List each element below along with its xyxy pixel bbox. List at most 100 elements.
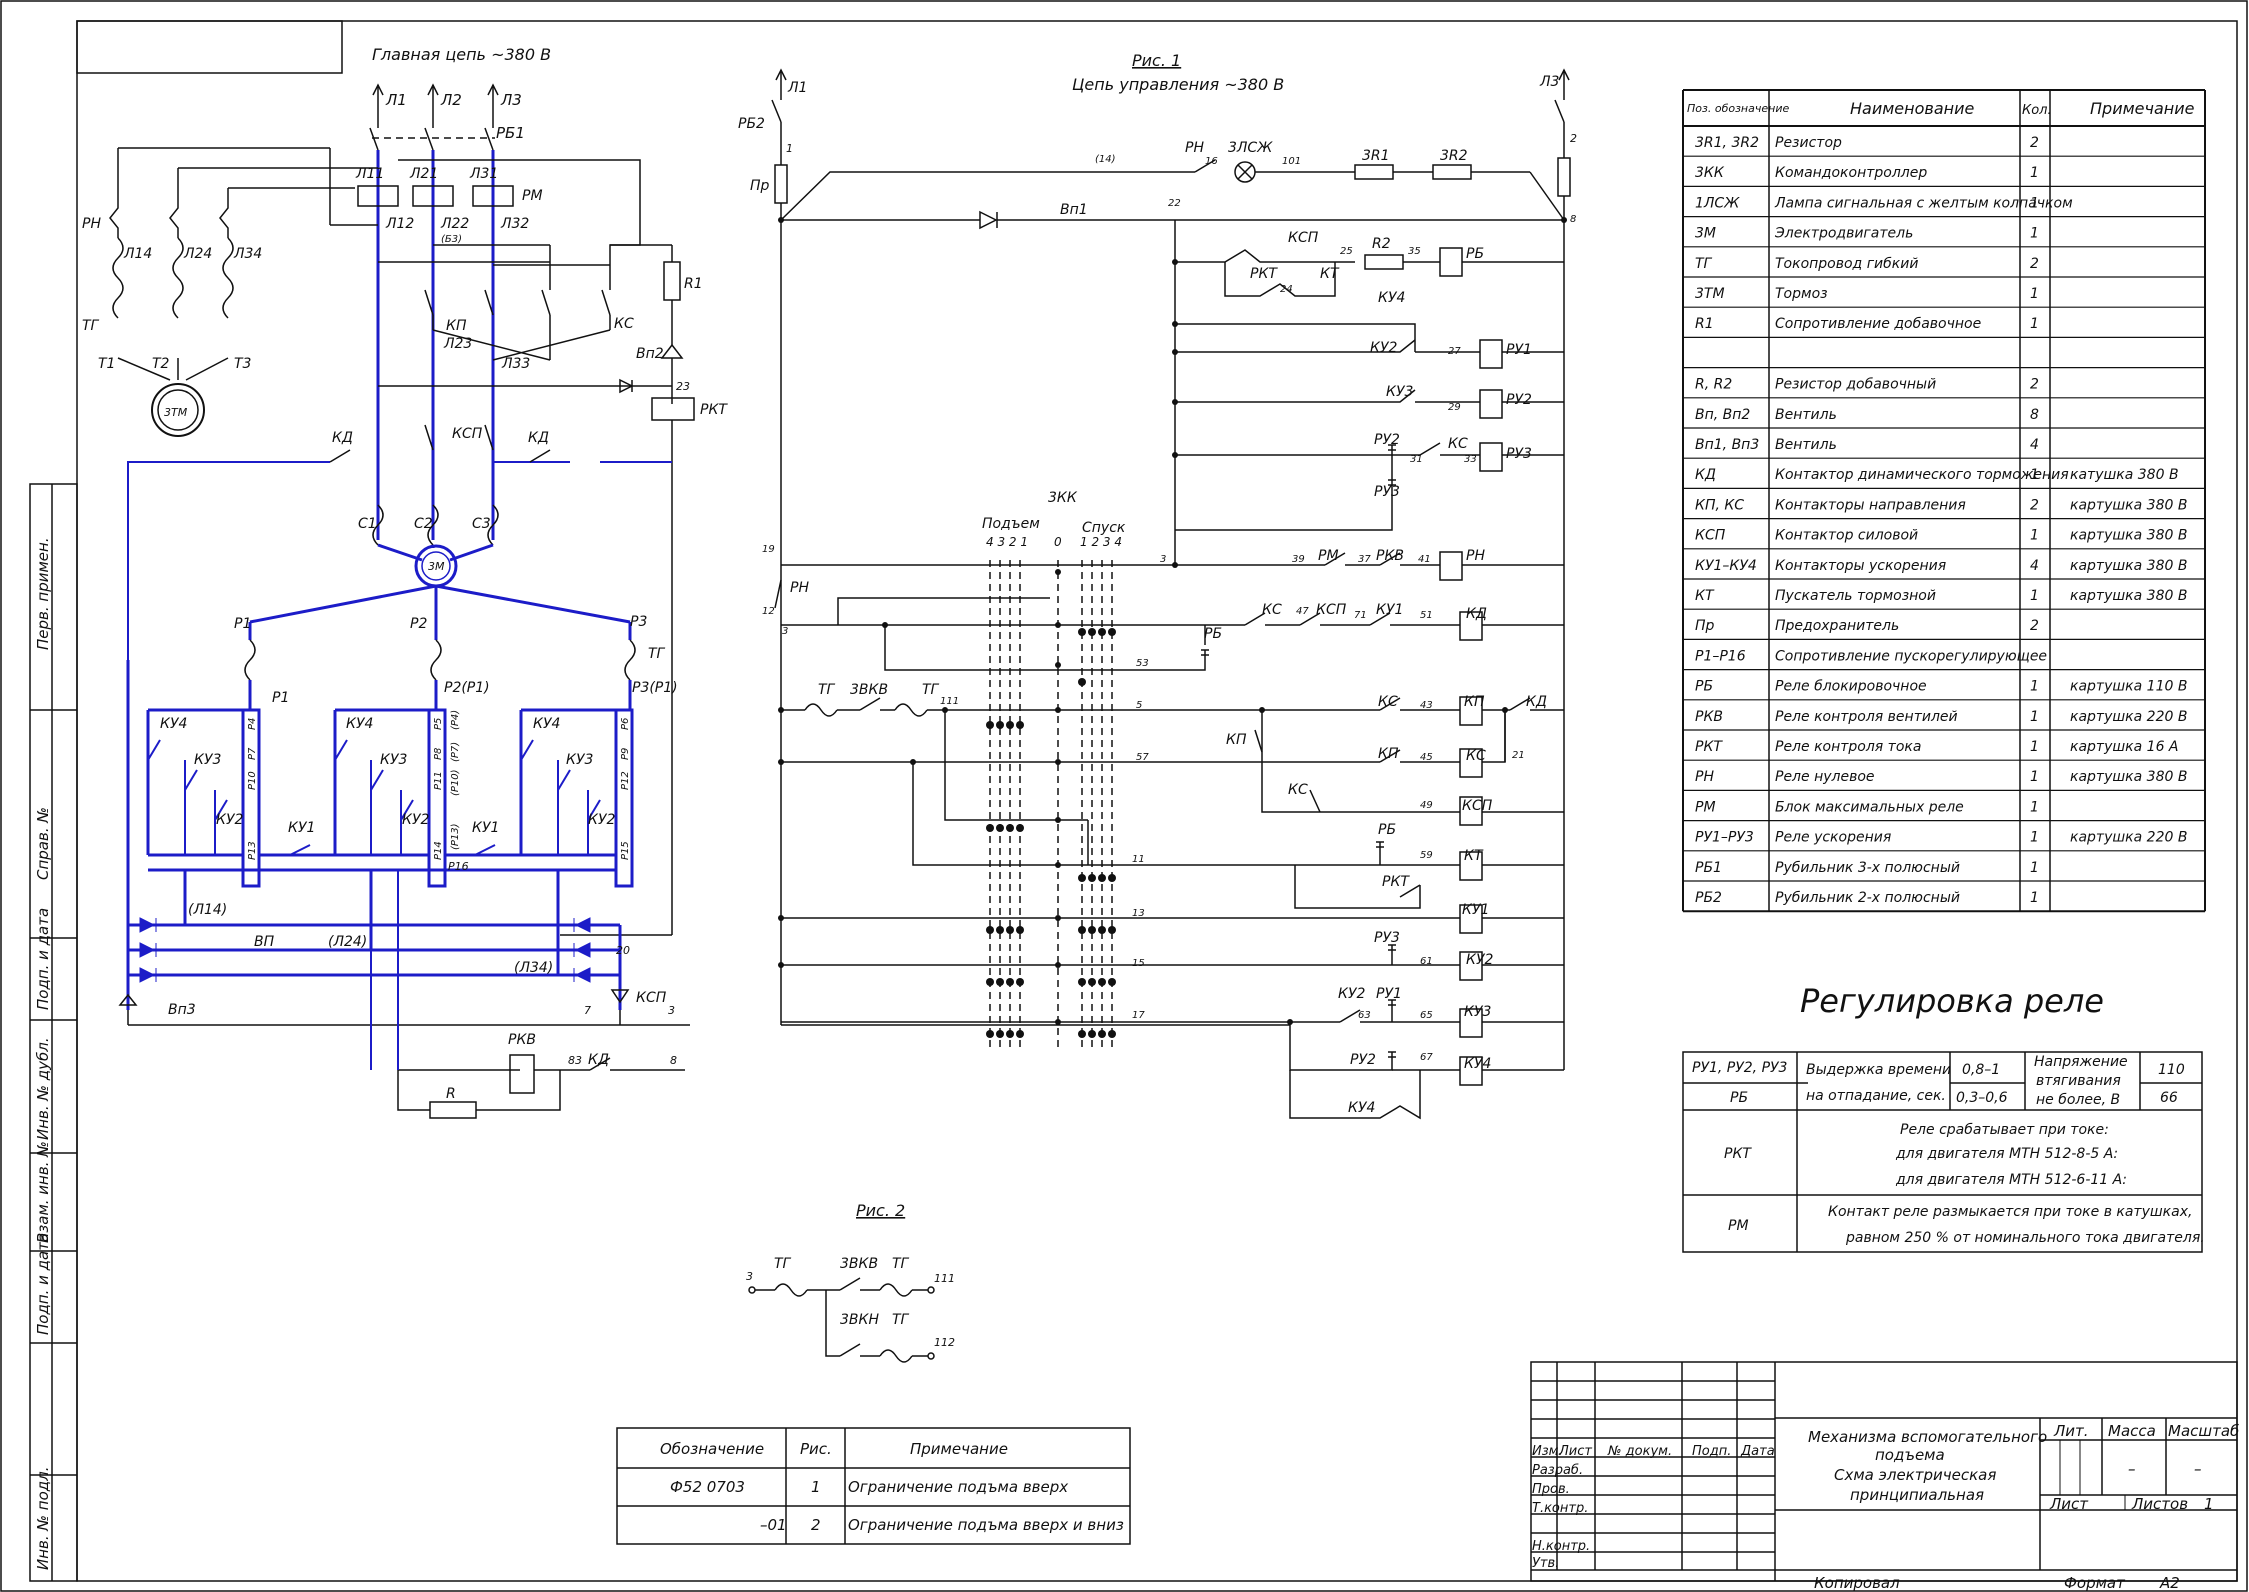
mc-lbl-t1: Т1: [98, 356, 115, 372]
mc-lbl-ku3-a: КУ3: [194, 752, 221, 768]
ra-volt-1: Напряжение: [2034, 1054, 2128, 1070]
tb-role-nkontr: Н.контр.: [1532, 1539, 1590, 1554]
tb-hdr-izm: Изм.: [1532, 1444, 1563, 1459]
cc-lbl-ru2: РУ2: [1506, 392, 1532, 408]
spec-cell-name: Резистор добавочный: [1775, 377, 1936, 393]
cc-lbl-8: 8: [1570, 214, 1576, 225]
spec-cell-name: Реле нулевое: [1775, 769, 1875, 785]
spec-cell-pos: РКТ: [1695, 739, 1723, 755]
spec-cell-pos: РКВ: [1695, 709, 1723, 725]
fig2-lbl-tg1: ТГ: [774, 1256, 792, 1272]
ra-volt-3: не более, В: [2036, 1092, 2120, 1108]
cc-lbl-ru3c: РУ3: [1374, 930, 1400, 946]
mc-lbl-l24: Л24: [183, 246, 212, 262]
cc-lbl-1234: 1 2 3 4: [1080, 535, 1122, 549]
spec-hdr-name: Наименование: [1850, 99, 1974, 118]
mc-res-p11: Р11: [433, 771, 444, 790]
mc-lbl-p3a: Р3: [630, 614, 647, 630]
cc-lbl-rb4: РБ: [1378, 822, 1396, 838]
spec-cell-qty: 8: [2030, 407, 2039, 423]
mc-lbl-23: 23: [676, 380, 690, 393]
mc-lbl-ksp: КСП: [452, 426, 483, 442]
tb-dash-1: –: [2128, 1460, 2136, 1478]
mc-lbl-ku2-c: КУ2: [588, 812, 615, 828]
cc-lbl-13: 13: [1132, 908, 1145, 919]
mc-res-p5: Р5: [433, 718, 444, 730]
cc-lbl-rkt2: РКТ: [1382, 874, 1410, 890]
cc-lbl-0: 0: [1054, 535, 1062, 549]
spec-hdr-qty: Кол.: [2022, 103, 2052, 118]
fig2: Рис. 2 3 ТГ 3ВКВ ТГ 111 3ВКН ТГ 112: [746, 1201, 955, 1363]
spec-cell-name: Реле контроля вентилей: [1775, 709, 1958, 725]
cc-lbl-ksp2: КСП: [1316, 602, 1347, 618]
mc-lbl-c2: С2: [414, 516, 433, 532]
spec-cell-qty: 2: [2030, 256, 2039, 272]
spec-cell-pos: Вп1, Вп3: [1695, 437, 1759, 453]
spec-cell-qty: 2: [2030, 497, 2039, 513]
cc-lbl-15: 15: [1132, 958, 1145, 969]
stamp-vzam-inv: Взам. инв. №: [34, 1141, 52, 1243]
tb-hdr-list: Лист: [1558, 1444, 1592, 1459]
spec-cell-qty: 1: [2030, 195, 2039, 211]
spec-cell-name: Рубильник 3-х полюсный: [1775, 860, 1960, 876]
spec-cell-note: картушка 380 В: [2070, 588, 2187, 604]
ra-volt-rb: 66: [2160, 1090, 2178, 1106]
mc-lbl-p16: Р16: [448, 860, 469, 873]
vt-r1-designation: Ф52 0703: [670, 1478, 745, 1496]
cc-lbl-3b: 3: [1160, 554, 1166, 565]
control-circuit: Рис. 1 Цепь управления ~380 В: [738, 51, 1577, 1120]
cc-lbl-ru1: РУ1: [1506, 342, 1532, 358]
mc-res-p10b: (Р10): [450, 769, 461, 796]
fig2-lbl-3vkv: 3ВКВ: [840, 1256, 878, 1272]
cc-lbl-14: (14): [1095, 154, 1116, 165]
fig2-lbl-111: 111: [934, 1272, 955, 1285]
spec-cell-qty: 1: [2030, 226, 2039, 242]
fig2-lbl-tg3: ТГ: [892, 1312, 910, 1328]
mc-lbl-3: 3: [668, 1004, 675, 1017]
tb-dash-2: –: [2194, 1460, 2202, 1478]
mc-lbl-3tm: 3ТМ: [164, 406, 188, 419]
spec-cell-qty: 2: [2030, 618, 2039, 634]
stamp-perv-primen: Перв. примен.: [34, 537, 52, 650]
cc-lbl-podem: Подъем: [982, 516, 1040, 532]
cc-lbl-ks: КС: [1448, 436, 1468, 452]
tb-role-prov: Пров.: [1532, 1482, 1570, 1497]
stamp-podp-data-1: Подп. и дата: [34, 908, 52, 1010]
cc-lbl-ku1: КУ1: [1376, 602, 1403, 618]
spec-cell-pos: РБ2: [1695, 890, 1722, 906]
spec-cell-note: картушка 16 А: [2070, 739, 2179, 755]
mc-lbl-rkv: РКВ: [508, 1032, 536, 1048]
mc-lbl-p1a: Р1: [234, 616, 251, 632]
spec-cell-qty: 1: [2030, 528, 2039, 544]
spec-cell-pos: 3КК: [1695, 165, 1725, 181]
spec-cell-note: картушка 220 В: [2070, 830, 2187, 846]
cc-lbl-22: 22: [1168, 198, 1181, 209]
cc-lbl-kp: КП: [1464, 694, 1485, 710]
cc-lbl-ku3: КУ3: [1386, 384, 1413, 400]
spec-hdr-note: Примечание: [2090, 99, 2195, 118]
spec-cell-note: картушка 380 В: [2070, 497, 2187, 513]
cc-lbl-41: 41: [1418, 554, 1431, 565]
cc-lbl-ku4: КУ4: [1378, 290, 1405, 306]
cc-lbl-ku4c: КУ4: [1348, 1100, 1375, 1116]
cc-lbl-71: 71: [1354, 610, 1367, 621]
mc-lbl-rm: РМ: [522, 188, 543, 204]
mc-res-p7: Р7: [247, 747, 258, 760]
mc-lbl-l11: Л11: [355, 166, 384, 182]
cc-lbl-3vkv: 3ВКВ: [850, 682, 888, 698]
cc-lbl-kd: КД: [1466, 606, 1487, 622]
vt-r2-fig: 2: [811, 1516, 821, 1534]
mc-lbl-83: 83: [568, 1054, 582, 1067]
spec-cell-note: картушка 380 В: [2070, 558, 2187, 574]
vt-hdr-designation: Обозначение: [660, 1440, 764, 1458]
mc-res-p12: Р12: [620, 771, 631, 790]
spec-cell-note: картушка 110 В: [2070, 679, 2187, 695]
spec-cell-pos: 3М: [1695, 226, 1716, 242]
mc-lbl-p2p1: Р2(Р1): [444, 680, 490, 696]
spec-cell-qty: 1: [2030, 860, 2039, 876]
cc-lbl-kt: КТ: [1320, 266, 1340, 282]
cc-lbl-37: 37: [1358, 554, 1371, 565]
spec-cell-qty: 4: [2030, 437, 2039, 453]
cc-lbl-24: 24: [1280, 284, 1293, 295]
